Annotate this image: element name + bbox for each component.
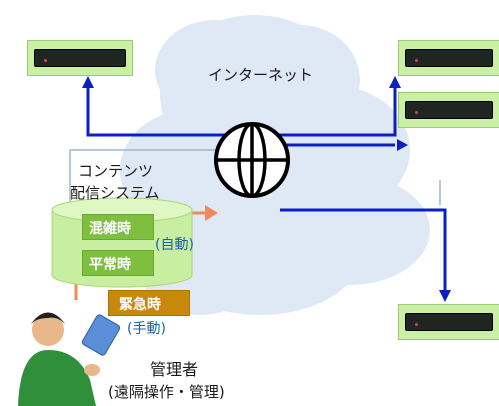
cms-title-line1: コンテンツ xyxy=(78,162,154,180)
mode-emergency-box: 緊急時 xyxy=(108,290,190,316)
admin-subtitle: (遠隔操作・管理) xyxy=(108,383,225,401)
mode-normal-box: 平常時 xyxy=(82,250,154,276)
player-device-bottom-right xyxy=(398,304,499,340)
admin-person-icon xyxy=(18,312,121,406)
manual-note: (手動) xyxy=(127,321,166,337)
player-device-top-right xyxy=(398,40,499,76)
admin-title: 管理者 xyxy=(150,360,199,379)
player-device-mid-right xyxy=(398,92,499,128)
mode-congested-box: 混雑時 xyxy=(82,214,154,240)
mode-congested-label: 混雑時 xyxy=(89,221,131,237)
mode-normal-label: 平常時 xyxy=(89,257,131,273)
internet-label: インターネット xyxy=(208,66,314,84)
arrow-heads xyxy=(82,76,451,302)
arrow-to-top-right xyxy=(265,88,397,137)
distribution-arrows xyxy=(86,88,447,290)
arrow-to-top-left xyxy=(86,88,240,137)
mode-emergency-label: 緊急時 xyxy=(119,297,161,313)
arrow-to-bottom-right xyxy=(280,208,447,290)
cms-title-line2: 配信システム xyxy=(70,184,160,202)
auto-note: (自動) xyxy=(155,237,194,253)
player-device-top-left xyxy=(27,40,133,76)
